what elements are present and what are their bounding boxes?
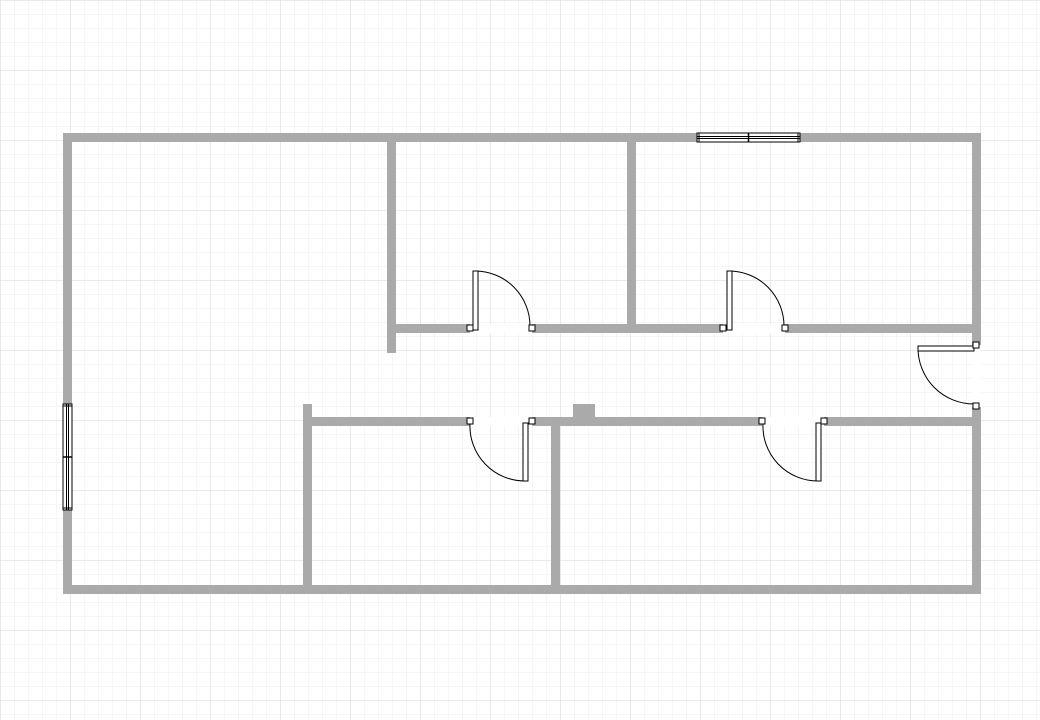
door-east-exit-swing-arc	[917, 347, 975, 405]
door-room-b-swing-arc	[728, 270, 785, 327]
door-room-d-jamb-1	[758, 417, 766, 425]
door-room-b[interactable]	[719, 270, 789, 333]
door-room-a-opening	[470, 324, 532, 333]
door-room-d-opening	[762, 417, 824, 426]
door-room-c-swing-arc	[469, 422, 526, 482]
door-east-exit[interactable]	[917, 341, 981, 410]
window-left[interactable]	[62, 403, 73, 511]
door-room-d-swing-arc	[762, 422, 819, 482]
window-top[interactable]	[696, 132, 801, 143]
door-room-a-jamb-2	[528, 324, 536, 332]
door-room-c-jamb-1	[466, 417, 474, 425]
door-room-c-jamb-2	[528, 417, 536, 425]
door-east-exit-opening	[972, 345, 981, 407]
wall-south-corridor[interactable]	[303, 417, 981, 426]
wall-room-c-d-divider[interactable]	[551, 417, 560, 590]
wall-room-a-left[interactable]	[387, 137, 396, 353]
door-room-a[interactable]	[466, 270, 536, 333]
door-room-b-leaf	[726, 270, 733, 331]
door-room-b-jamb-1	[719, 324, 727, 332]
doors-layer	[466, 270, 981, 482]
door-east-exit-leaf	[917, 345, 975, 352]
windows-layer	[62, 132, 801, 511]
door-room-a-swing-arc	[474, 270, 531, 327]
wall-north-corridor[interactable]	[387, 324, 981, 333]
wall-outer-top[interactable]	[63, 133, 981, 142]
door-east-exit-jamb-2	[972, 402, 980, 410]
wall-room-c-left[interactable]	[303, 404, 312, 590]
wall-room-a-b-divider[interactable]	[627, 137, 636, 328]
door-room-d-jamb-2	[820, 417, 828, 425]
door-room-c[interactable]	[466, 417, 536, 482]
wall-outer-bottom[interactable]	[63, 585, 981, 594]
door-room-c-leaf	[522, 422, 529, 482]
door-room-d-leaf	[815, 422, 822, 482]
door-room-b-opening	[723, 324, 785, 333]
door-room-b-jamb-2	[781, 324, 789, 332]
door-room-c-opening	[470, 417, 532, 426]
wall-outer-left[interactable]	[63, 133, 72, 594]
door-room-a-jamb-1	[466, 324, 474, 332]
door-east-exit-jamb-1	[972, 341, 980, 349]
wall-stub	[573, 404, 595, 417]
door-room-a-leaf	[472, 270, 479, 331]
door-room-d[interactable]	[758, 417, 828, 482]
